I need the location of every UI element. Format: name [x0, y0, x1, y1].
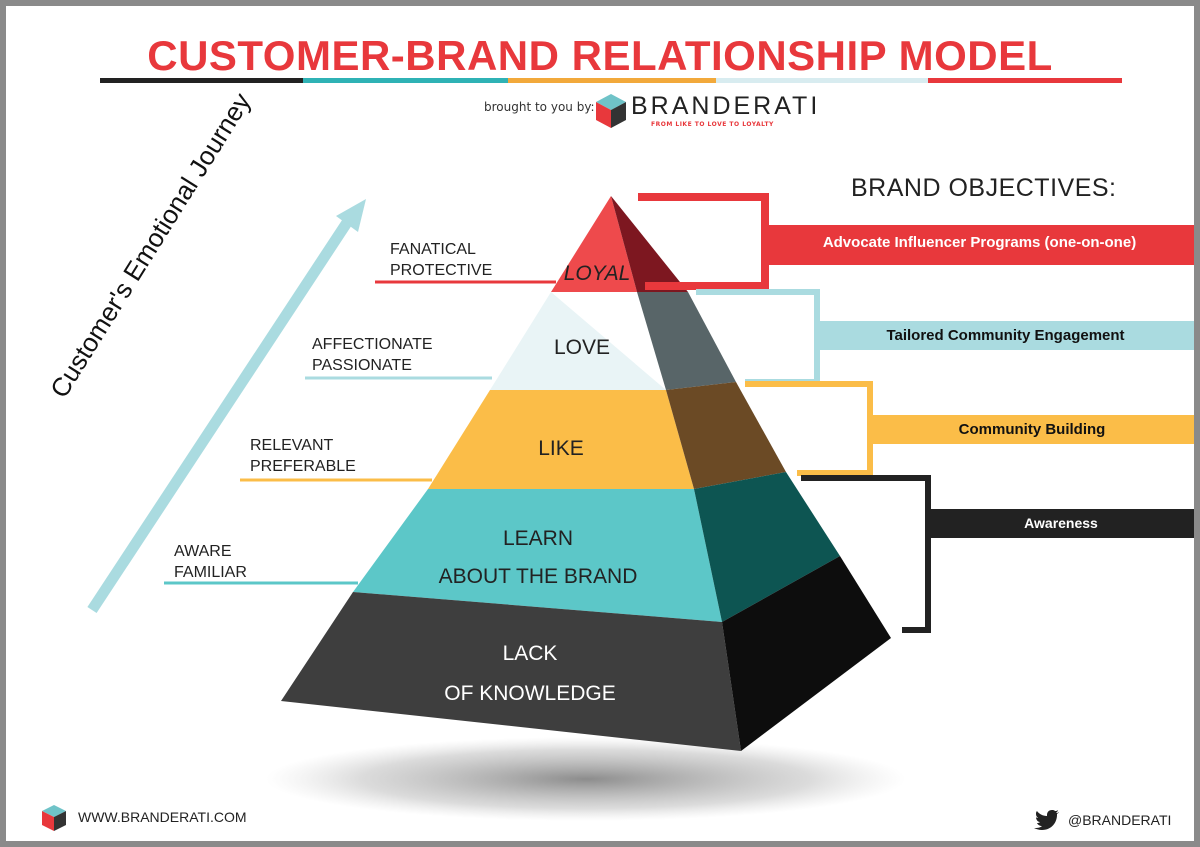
- emotion-label-learn-line1: AWARE: [174, 543, 232, 560]
- pyramid-side-love: [637, 292, 736, 390]
- objective-bar-awareness: [928, 509, 1194, 538]
- footer-website[interactable]: WWW.BRANDERATI.COM: [78, 809, 247, 825]
- objective-bracket-learn: [801, 475, 931, 633]
- objective-bar-tailored: [817, 321, 1194, 350]
- objective-bar-building: [870, 415, 1194, 444]
- emotion-label-learn: AWARE FAMILIAR: [174, 541, 247, 583]
- title-underline-black: [100, 78, 303, 83]
- pyramid-layer-learn: [353, 489, 722, 622]
- level-label-learn-line1: LEARN: [502, 527, 574, 550]
- emotion-label-love-line1: AFFECTIONATE: [312, 336, 433, 353]
- emotion-label-like-line2: PREFERABLE: [250, 458, 356, 475]
- level-label-like: LIKE: [538, 437, 584, 460]
- level-label-love: LOVE: [553, 336, 611, 359]
- level-label-lack: LACK OF KNOWLEDGE: [380, 634, 680, 714]
- footer-handle[interactable]: @BRANDERATI: [1068, 812, 1172, 828]
- pyramid-side-like: [666, 382, 786, 489]
- twitter-bird-icon: [1034, 810, 1059, 830]
- objective-label-building: Community Building: [958, 421, 1106, 438]
- level-label-lack-line2: OF KNOWLEDGE: [444, 682, 616, 705]
- branderati-cube-icon: [42, 805, 66, 831]
- pyramid-layer-loyal: [551, 196, 637, 292]
- emotion-label-like-line1: RELEVANT: [250, 437, 334, 454]
- pyramid-diagram: [87, 193, 1194, 821]
- brand-name: BRANDERATI: [631, 92, 821, 120]
- objective-bar-advocate: [765, 225, 1194, 265]
- page-title: CUSTOMER-BRAND RELATIONSHIP MODEL: [147, 32, 1053, 79]
- emotion-label-love-line2: PASSIONATE: [312, 357, 412, 374]
- title-underline-teal: [303, 78, 508, 83]
- brought-by-label: brought to you by:: [484, 100, 595, 114]
- title-underline-lightblue: [716, 78, 928, 83]
- objectives-title: BRAND OBJECTIVES:: [851, 174, 1117, 202]
- objective-label-tailored: Tailored Community Engagement: [886, 327, 1125, 344]
- emotion-label-love: AFFECTIONATE PASSIONATE: [312, 334, 433, 376]
- pyramid-side-loyal: [611, 196, 688, 292]
- level-label-learn-line2: ABOUT THE BRAND: [438, 565, 638, 588]
- journey-arrow-icon: [87, 199, 366, 614]
- branderati-cube-icon: [596, 94, 626, 128]
- emotion-label-loyal: FANATICAL PROTECTIVE: [390, 239, 492, 281]
- pyramid-layer-love: [490, 292, 666, 390]
- pyramid-side-learn: [694, 472, 840, 622]
- emotion-label-learn-line2: FAMILIAR: [174, 564, 247, 581]
- level-label-learn: LEARN ABOUT THE BRAND: [388, 520, 688, 596]
- objective-label-advocate: Advocate Influencer Programs (one-on-one…: [822, 234, 1137, 251]
- emotion-label-loyal-line2: PROTECTIVE: [390, 262, 493, 279]
- emotion-label-loyal-line1: FANATICAL: [390, 241, 476, 258]
- pyramid-layer-like: [428, 390, 694, 489]
- level-label-loyal: LOYAL: [563, 262, 631, 285]
- infographic-frame: CUSTOMER-BRAND RELATIONSHIP MODEL brough…: [6, 6, 1194, 841]
- pyramid-side-lack: [722, 556, 891, 751]
- title-underline-orange: [508, 78, 716, 83]
- brand-tagline: FROM LIKE TO LOVE TO LOYALTY: [651, 121, 774, 128]
- pyramid-layer-lack: [281, 592, 741, 751]
- title-underline-red: [928, 78, 1122, 83]
- objective-label-awareness: Awareness: [1024, 515, 1098, 531]
- emotion-label-like: RELEVANT PREFERABLE: [250, 435, 356, 477]
- pyramid-shadow: [266, 737, 906, 821]
- level-label-lack-line1: LACK: [502, 642, 558, 665]
